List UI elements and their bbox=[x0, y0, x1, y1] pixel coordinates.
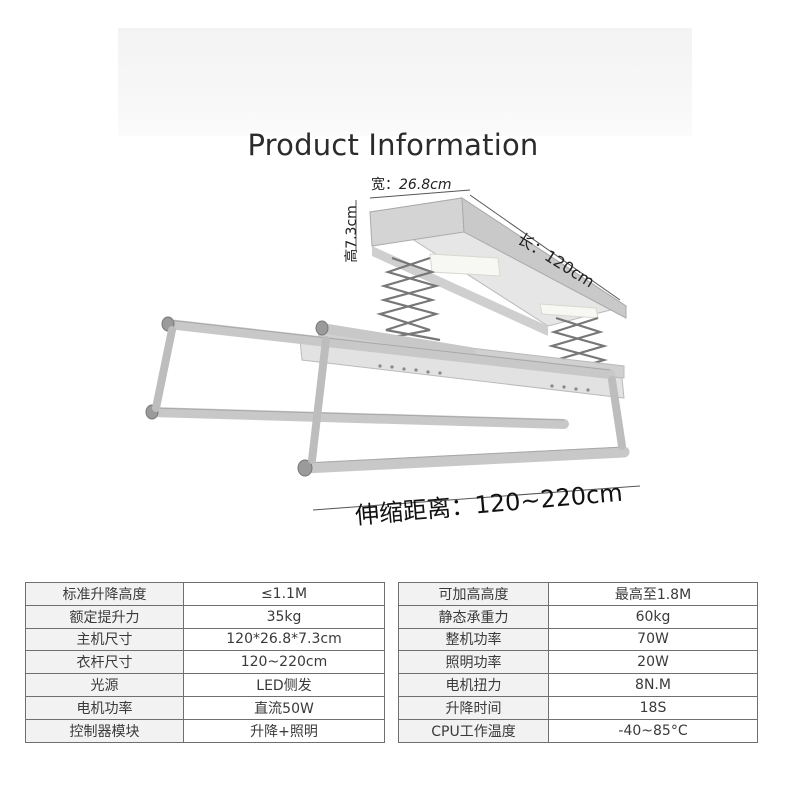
drying-rack-illustration bbox=[145, 189, 641, 511]
table-row: 控制器模块升降+照明 bbox=[25, 718, 385, 743]
table-row: 可加高高度最高至1.8M bbox=[398, 582, 758, 606]
spec-key: 控制器模块 bbox=[25, 718, 184, 743]
spec-key: 静态承重力 bbox=[398, 604, 549, 629]
spec-key: CPU工作温度 bbox=[398, 718, 549, 743]
spec-value: 70W bbox=[548, 627, 758, 652]
table-row: 标准升降高度≤1.1M bbox=[25, 582, 385, 606]
table-row: CPU工作温度-40~85°C bbox=[398, 718, 758, 743]
spec-value: 直流50W bbox=[183, 695, 385, 720]
spec-value: 20W bbox=[548, 650, 758, 675]
header-banner bbox=[118, 28, 692, 136]
spec-value: 升降+照明 bbox=[183, 718, 385, 743]
spec-value: 最高至1.8M bbox=[548, 582, 758, 606]
spec-key: 可加高高度 bbox=[398, 582, 549, 606]
spec-key: 照明功率 bbox=[398, 650, 549, 675]
page-title: Product Information bbox=[247, 128, 539, 162]
spec-value: LED侧发 bbox=[183, 673, 385, 697]
height-dimension: 高7.3cm bbox=[343, 205, 360, 263]
spec-key: 电机扭力 bbox=[398, 673, 549, 697]
spec-key: 标准升降高度 bbox=[25, 582, 184, 606]
spec-value: -40~85°C bbox=[548, 718, 758, 743]
spec-key: 电机功率 bbox=[25, 695, 184, 720]
width-label: 宽： bbox=[371, 177, 399, 193]
spec-value: 60kg bbox=[548, 604, 758, 629]
spec-value: 120~220cm bbox=[183, 650, 385, 675]
spec-key: 额定提升力 bbox=[25, 604, 184, 629]
spec-value: 35kg bbox=[183, 604, 385, 629]
spec-key: 光源 bbox=[25, 673, 184, 697]
spec-key: 主机尺寸 bbox=[25, 627, 184, 652]
width-value: 26.8cm bbox=[399, 177, 452, 193]
width-dimension: 宽：26.8cm bbox=[371, 174, 452, 194]
table-row: 电机功率直流50W bbox=[25, 695, 385, 720]
spec-value: 120*26.8*7.3cm bbox=[183, 627, 385, 652]
spec-key: 衣杆尺寸 bbox=[25, 650, 184, 675]
spec-value: 8N.M bbox=[548, 673, 758, 697]
spec-value: ≤1.1M bbox=[183, 582, 385, 606]
spec-key: 升降时间 bbox=[398, 695, 549, 720]
spec-value: 18S bbox=[548, 695, 758, 720]
spec-key: 整机功率 bbox=[398, 627, 549, 652]
